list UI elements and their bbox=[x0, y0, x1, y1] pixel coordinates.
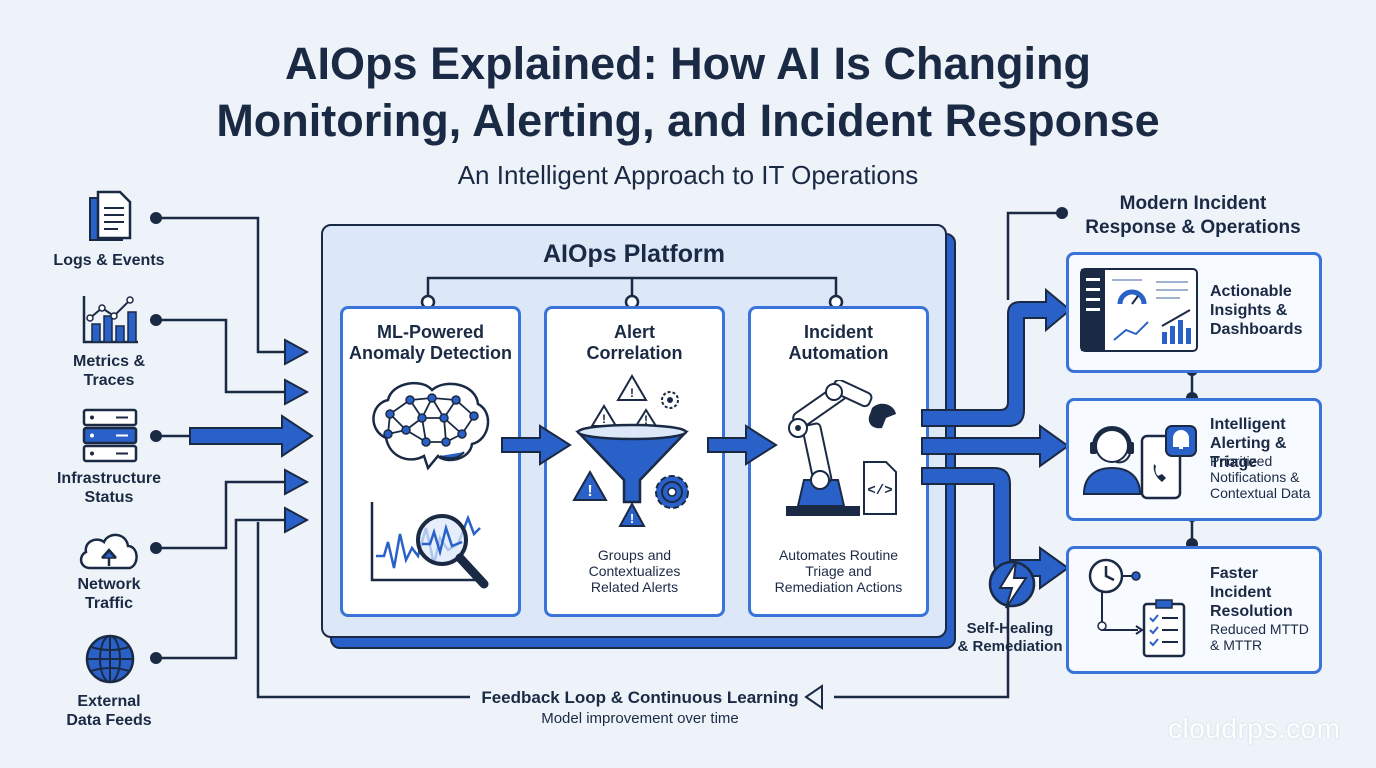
svg-text:!: ! bbox=[602, 412, 606, 426]
connector-logs bbox=[156, 216, 285, 354]
input-arrow-2 bbox=[284, 378, 310, 406]
output-arrow-insights bbox=[921, 287, 1072, 427]
source-label-metrics: Metrics &Traces bbox=[72, 353, 146, 389]
dashboard-icon bbox=[1080, 268, 1198, 352]
input-arrow-main bbox=[189, 414, 314, 458]
clock-checklist-icon bbox=[1082, 556, 1202, 662]
page-title-line-1: AIOps Explained: How AI Is Changing bbox=[285, 38, 1091, 89]
input-arrow-1 bbox=[284, 338, 310, 366]
page-title-line-2: Monitoring, Alerting, and Incident Respo… bbox=[216, 95, 1160, 146]
svg-text:!: ! bbox=[644, 413, 648, 427]
document-icon bbox=[84, 190, 136, 246]
connector-metrics bbox=[156, 318, 285, 394]
arrow-anomaly-to-correlation bbox=[501, 424, 572, 466]
robot-arm-icon: </> bbox=[772, 378, 904, 520]
feedback-line-right bbox=[834, 590, 1010, 699]
output-arrow-alerting bbox=[921, 424, 1070, 468]
arrow-correlation-to-automation bbox=[707, 424, 778, 466]
alert-funnel-icon: !!! ! ! bbox=[570, 374, 700, 530]
platform-title: AIOps Platform bbox=[543, 240, 725, 268]
output-arrows bbox=[921, 287, 1072, 590]
feedback-line-left bbox=[256, 522, 470, 699]
cloud-upload-icon bbox=[76, 528, 142, 574]
self-healing-label: Self-Healing& Remediation bbox=[957, 620, 1063, 655]
connector-outcomes-title bbox=[1006, 211, 1062, 300]
globe-icon bbox=[84, 633, 136, 685]
lightning-gear-icon bbox=[984, 556, 1040, 612]
source-label-logs: Logs & Events bbox=[53, 252, 165, 269]
card-bracket bbox=[420, 276, 844, 308]
server-icon bbox=[82, 408, 138, 464]
outcome-resolution-description: Reduced MTTD& MTTR bbox=[1210, 621, 1309, 653]
input-arrow-5 bbox=[284, 506, 310, 534]
page-subtitle: An Intelligent Approach to IT Operations bbox=[457, 160, 919, 190]
connector-external bbox=[156, 518, 285, 660]
chart-icon bbox=[80, 294, 140, 346]
watermark: cloudrps.com bbox=[1168, 713, 1341, 744]
feedback-loop-description: Model improvement over time bbox=[541, 710, 739, 727]
support-agent-phone-icon bbox=[1080, 412, 1202, 500]
svg-text:!: ! bbox=[630, 386, 634, 400]
anomaly-search-icon bbox=[368, 498, 494, 590]
svg-text:!: ! bbox=[630, 511, 634, 526]
connector-network bbox=[156, 480, 285, 550]
input-arrow-4 bbox=[284, 468, 310, 496]
brain-network-icon bbox=[366, 378, 496, 474]
svg-text:!: ! bbox=[587, 483, 592, 500]
feedback-loop-title: Feedback Loop & Continuous Learning bbox=[481, 688, 799, 707]
svg-text:</>: </> bbox=[867, 483, 892, 499]
card-incident-automation bbox=[748, 306, 929, 617]
output-arrow-resolution bbox=[921, 467, 1070, 590]
